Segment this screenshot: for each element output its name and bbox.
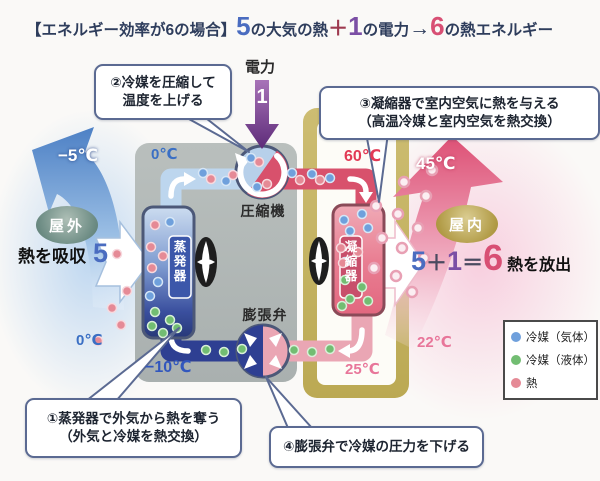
legend-heat-label: 熱 — [526, 378, 538, 390]
temp-condenser-out: 25℃ — [345, 361, 380, 378]
power-arrow — [245, 80, 279, 149]
pipe-condenser-to-valve — [278, 310, 373, 362]
flow-direction-arrows — [168, 176, 369, 354]
air-intake-arrow — [94, 219, 151, 305]
legend-gas-label: 冷媒（気体） — [526, 332, 595, 344]
temp-evap-pipe-top: 0℃ — [151, 146, 178, 163]
temp-compressor-out: 60℃ — [344, 148, 382, 165]
eq-6: 6 — [483, 237, 504, 278]
title-num-air: 5 — [236, 11, 251, 41]
title-text-air: の大気の熱 — [250, 22, 329, 39]
evaporator-label: 蒸発器 — [171, 240, 186, 284]
refrigerant-liquid-dots — [146, 274, 374, 358]
indoor-badge: 屋内 — [436, 205, 498, 243]
callout-condense-line2: （高温冷媒と室内空気を熱交換） — [358, 114, 561, 129]
temp-outdoor-exhaust: −5℃ — [58, 146, 98, 165]
diagram-title: 【エネルギー効率が6の場合】 5 の大気の熱 ＋ 1 の電力 → 6 の熱エネル… — [26, 13, 596, 40]
eq-equals: ＝ — [462, 252, 484, 275]
expansion-valve-icon — [235, 323, 291, 379]
refrigerant-gas-dots — [144, 152, 374, 302]
callout-compress: ②冷媒を圧縮して 温度を上げる — [94, 64, 232, 120]
callout-condense-line1: ③凝縮器で室内空気に熱を与える — [359, 95, 560, 111]
title-num-power: 1 — [348, 11, 363, 41]
callout-evaporate-line2: （外気と冷媒を熱交換） — [59, 429, 208, 444]
power-arrow-value: 1 — [256, 86, 268, 108]
heat-ring-dots — [367, 163, 439, 299]
compressor-label: 圧縮機 — [240, 203, 286, 219]
legend-box: 冷媒（気体） 冷媒（液体） 熱 — [503, 320, 598, 400]
title-text-heat: の熱エネルギー — [444, 22, 554, 39]
absorb-value: 5 — [93, 238, 109, 268]
temp-evap-low: −10℃ — [145, 359, 192, 376]
absorb-text: 熱を吸収 — [18, 247, 86, 266]
refrigerant-liquid-dot-icon — [511, 355, 521, 365]
heat-release-equation: 5 ＋ 1 ＝ 6 熱を放出 — [411, 240, 571, 277]
title-arrow-icon: → — [409, 17, 431, 40]
title-prefix: 【エネルギー効率が6の場合】 — [26, 22, 237, 39]
eq-plus: ＋ — [426, 252, 448, 275]
legend-item-heat: 熱 — [511, 375, 590, 391]
evaporator-label-band — [168, 235, 192, 299]
evaporator-fan-icon — [195, 237, 217, 287]
callout-compress-line2: 温度を上げる — [122, 93, 204, 108]
callout-expand-line1: ④膨張弁で冷媒の圧力を下げる — [283, 438, 470, 454]
callout-expand: ④膨張弁で冷媒の圧力を下げる — [269, 426, 484, 468]
callout-evaporate: ①蒸発器で外気から熱を奪う （外気と冷媒を熱交換） — [25, 398, 242, 458]
legend-item-liquid: 冷媒（液体） — [511, 352, 595, 368]
power-label: 電力 — [245, 59, 276, 76]
callout-evaporate-line1: ①蒸発器で外気から熱を奪う — [46, 410, 221, 426]
condenser-label: 凝縮器 — [342, 240, 357, 284]
outdoor-badge: 屋外 — [36, 206, 98, 244]
refrigerant-gas-dot-icon — [511, 332, 521, 342]
heat-dots — [92, 156, 364, 347]
expansion-valve-label: 膨張弁 — [242, 307, 288, 323]
title-text-power: の電力 — [362, 22, 410, 39]
temp-indoor-supply: 45℃ — [416, 154, 456, 173]
heat-absorb-caption: 熱を吸収 5 — [18, 240, 108, 267]
callout-condense: ③凝縮器で室内空気に熱を与える （高温冷媒と室内空気を熱交換） — [319, 86, 600, 140]
title-num-heat: 6 — [430, 11, 445, 41]
eq-1: 1 — [447, 246, 463, 276]
heat-dot-icon — [511, 378, 521, 388]
callout-compress-line1: ②冷媒を圧縮して — [110, 74, 216, 90]
callout-tails — [85, 112, 389, 429]
legend-liquid-label: 冷媒（液体） — [526, 355, 595, 367]
eq-5: 5 — [411, 246, 427, 276]
legend-item-gas: 冷媒（気体） — [511, 329, 595, 345]
condenser-fan-icon — [309, 237, 329, 285]
temp-indoor-room: 22℃ — [417, 334, 452, 351]
release-text: 熱を放出 — [507, 257, 572, 274]
temp-outdoor-air: 0℃ — [76, 332, 103, 349]
title-plus: ＋ — [328, 18, 349, 40]
